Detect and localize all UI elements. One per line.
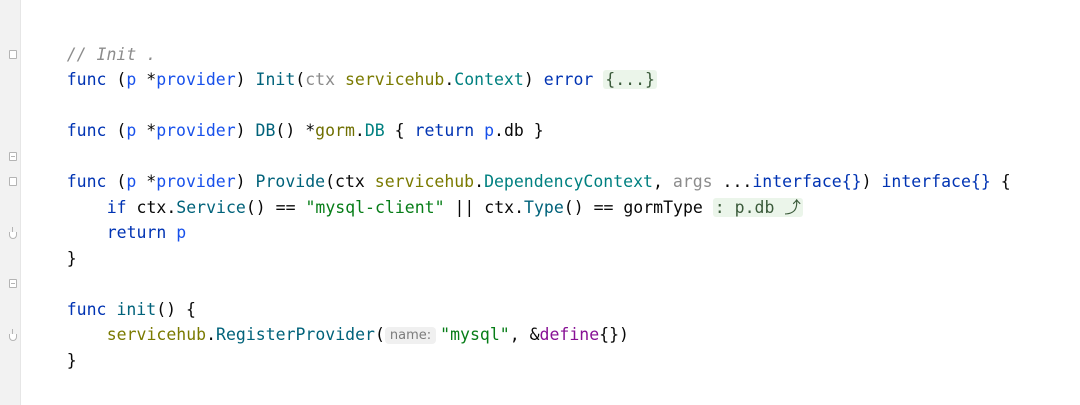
punct: ( (325, 172, 336, 191)
field-access: .db (494, 121, 524, 140)
string-literal: "mysql-client" (305, 197, 445, 217)
return-type: interface{} (881, 172, 991, 191)
punct: { (990, 172, 1011, 191)
punct: () (275, 121, 306, 140)
fold-marker-icon[interactable] (9, 151, 17, 161)
code-line-6: func (p *provider) Provide(ctx servicehu… (9, 144, 1080, 191)
code-line-2: func (p *provider) Init(ctx servicehub.C… (9, 42, 1080, 89)
receiver-var: p (126, 70, 137, 89)
fold-marker-icon[interactable] (9, 279, 17, 288)
fold-marker-icon[interactable] (9, 177, 17, 186)
method-service: Service (176, 197, 246, 217)
code-text: ctx. (126, 197, 177, 217)
punct: { (384, 121, 415, 140)
keyword-func: func (66, 172, 107, 191)
type-define: define (539, 325, 600, 344)
type-interface: interface{} (752, 172, 862, 191)
punct: ) (861, 172, 882, 191)
fold-end-marker-icon[interactable] (9, 329, 17, 341)
code-line-5-blank (27, 118, 1080, 144)
punct: , & (509, 325, 540, 344)
punct: ( (106, 121, 127, 140)
folded-return-hint[interactable]: : p.db ⤴ (712, 197, 803, 217)
keyword-func: func (66, 299, 107, 319)
receiver-type: provider (156, 70, 236, 89)
code-line-13: } (9, 322, 1080, 370)
string-literal: "mysql" (440, 325, 510, 344)
punct: ( (295, 70, 306, 89)
punct: ) (235, 121, 256, 140)
code-line-8: return p (27, 195, 1080, 242)
punct: . (474, 172, 485, 191)
punct: } (523, 121, 544, 140)
code-text: || ctx. (444, 197, 525, 217)
return-type: error (543, 70, 594, 89)
punct: ) (235, 172, 256, 191)
closing-brace: } (66, 350, 77, 370)
punct: * (136, 172, 157, 191)
keyword-func: func (66, 70, 107, 89)
function-name-provide: Provide (255, 172, 326, 191)
fold-end-marker-icon[interactable] (9, 227, 17, 239)
punct: , (652, 172, 673, 191)
code-line-7: if ctx.Service() == "mysql-client" || ct… (9, 169, 1080, 217)
receiver-var: p (176, 223, 187, 242)
type-name: Context (454, 70, 524, 89)
package-name: servicehub (106, 325, 207, 344)
punct: ) (235, 70, 256, 89)
package-name: gorm (315, 121, 355, 140)
code-line-9: } (9, 220, 1080, 268)
receiver-type: provider (156, 172, 236, 191)
code-line-4: func (p *provider) DB() *gorm.DB { retur… (27, 93, 1080, 140)
keyword-if: if (106, 197, 127, 217)
method-type: Type (524, 197, 564, 217)
punct: () { (156, 299, 196, 319)
punct: ( (374, 325, 385, 344)
code-text: () == (245, 197, 306, 217)
punct: ... (712, 172, 753, 191)
keyword-return: return (106, 223, 167, 242)
type-name: DependencyContext (484, 172, 653, 191)
keyword-return: return (414, 121, 475, 140)
type-name: DB (364, 121, 385, 140)
function-name-init-lower: init (116, 299, 157, 319)
code-line-12: servicehub.RegisterProvider(name:"mysql"… (27, 297, 1080, 344)
package-name: servicehub (374, 172, 475, 191)
punct: . (206, 325, 217, 344)
receiver-var: p (126, 172, 137, 191)
comment-init: // Init . (66, 44, 157, 64)
punct: {}) (599, 325, 629, 344)
function-name-init: Init (255, 70, 296, 89)
editor-gutter[interactable] (0, 0, 21, 405)
punct: * (136, 121, 157, 140)
param-name: ctx (305, 70, 336, 89)
code-line-1: // Init . (27, 16, 1080, 64)
punct: ( (106, 172, 127, 191)
param-name: ctx (335, 172, 365, 191)
param-name: args (672, 172, 713, 191)
code-line-10-blank (27, 246, 1080, 272)
punct: * (305, 121, 316, 140)
punct: . (354, 121, 365, 140)
receiver-type: provider (156, 121, 236, 140)
folded-code-block[interactable]: {...} (603, 70, 657, 89)
closing-brace: } (66, 248, 77, 268)
function-call-register: RegisterProvider (216, 325, 375, 344)
punct: * (136, 70, 157, 89)
punct: ) (523, 70, 544, 89)
code-line-11: func init() { (9, 271, 1080, 319)
parameter-name-hint: name: (384, 327, 437, 344)
fold-marker-icon[interactable] (9, 49, 17, 59)
receiver-var: p (126, 121, 137, 140)
code-editor[interactable]: // Init . func (p *provider) Init(ctx se… (9, 16, 1080, 370)
code-text: () == gormType (563, 197, 713, 217)
punct: ( (106, 70, 127, 89)
code-line-3-blank (27, 67, 1080, 93)
punct: . (444, 70, 455, 89)
keyword-func: func (66, 121, 107, 140)
function-name-db: DB (255, 121, 276, 140)
package-name: servicehub (344, 70, 445, 89)
receiver-var: p (484, 121, 495, 140)
